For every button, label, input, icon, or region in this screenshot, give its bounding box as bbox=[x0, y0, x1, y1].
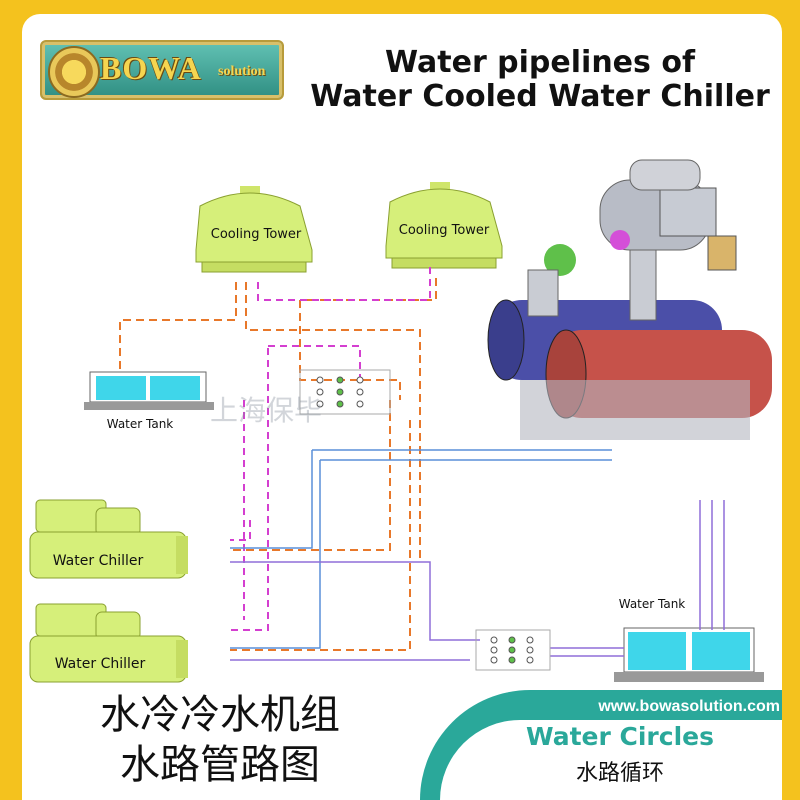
chilled-water-pipes bbox=[230, 266, 431, 631]
page-title: Water pipelines of Water Cooled Water Ch… bbox=[300, 46, 780, 114]
website-url: www.bowasolution.com bbox=[598, 698, 780, 715]
water-tank-left bbox=[84, 371, 214, 410]
valve-manifold-bottom bbox=[475, 629, 551, 671]
water-tank-left-label: Water Tank bbox=[107, 417, 174, 431]
footer-caption-chinese: 水路循环 bbox=[575, 761, 664, 786]
cooling-tower-1-label: Cooling Tower bbox=[211, 227, 302, 242]
chinese-title-line-1: 水冷冷水机组 bbox=[100, 692, 340, 738]
cooling-tower-2 bbox=[385, 182, 503, 269]
title-line-2: Water Cooled Water Chiller bbox=[310, 79, 770, 114]
chinese-title-line-2: 水路管路图 bbox=[120, 742, 320, 788]
centrifugal-chiller-illustration bbox=[487, 159, 772, 440]
brand-name: BOWA bbox=[100, 50, 202, 86]
condenser-water-pipes bbox=[119, 278, 437, 651]
cooling-tower-2-label: Cooling Tower bbox=[399, 223, 490, 238]
return-water-pipes bbox=[230, 500, 725, 661]
watermark-text: 上海保毕 bbox=[210, 394, 322, 427]
brand-suffix: solution bbox=[218, 64, 266, 79]
water-chiller-1-label: Water Chiller bbox=[53, 553, 144, 569]
system-water-pipes bbox=[230, 449, 612, 649]
water-chiller-1 bbox=[29, 499, 188, 579]
water-tank-right bbox=[614, 627, 764, 682]
footer-white-band bbox=[440, 720, 782, 800]
title-line-1: Water pipelines of bbox=[384, 45, 695, 80]
water-chiller-2-label: Water Chiller bbox=[55, 656, 146, 672]
footer-caption: Water Circles bbox=[526, 722, 714, 751]
water-tank-right-label: Water Tank bbox=[619, 597, 686, 611]
chinese-title: 水冷冷水机组 水路管路图 bbox=[60, 690, 380, 790]
water-chiller-2 bbox=[29, 603, 188, 683]
valve-manifold-top bbox=[299, 369, 391, 415]
cooling-tower-1 bbox=[195, 186, 313, 273]
logo-emblem-icon bbox=[48, 46, 100, 98]
brand-logo: BOWA solution bbox=[40, 40, 284, 100]
